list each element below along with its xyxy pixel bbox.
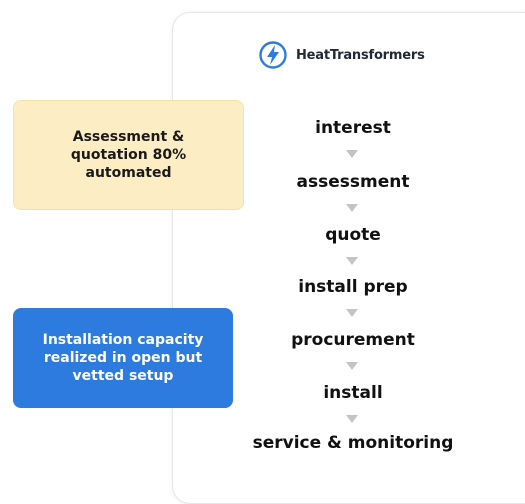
lightning-bolt-icon [259, 41, 287, 69]
down-arrow-icon [346, 204, 358, 212]
down-arrow-icon [346, 309, 358, 317]
step-procurement: procurement [291, 330, 415, 350]
brand-name: HeatTransformers [296, 47, 425, 63]
brand-header: HeatTransformers [258, 38, 425, 72]
installation-callout-text: Installation capacity realized in open b… [42, 332, 204, 384]
step-assessment: assessment [296, 172, 410, 192]
installation-callout: Installation capacity realized in open b… [13, 308, 233, 408]
step-quote: quote [325, 225, 381, 245]
down-arrow-icon [346, 415, 358, 423]
step-interest: interest [315, 118, 391, 138]
step-install-prep: install prep [298, 277, 408, 297]
down-arrow-icon [346, 150, 358, 158]
assessment-callout: Assessment & quotation 80% automated [13, 100, 244, 210]
down-arrow-icon [346, 362, 358, 370]
down-arrow-icon [346, 257, 358, 265]
step-install: install [323, 383, 383, 403]
step-service-monitoring: service & monitoring [252, 433, 454, 453]
assessment-callout-text: Assessment & quotation 80% automated [70, 129, 187, 181]
